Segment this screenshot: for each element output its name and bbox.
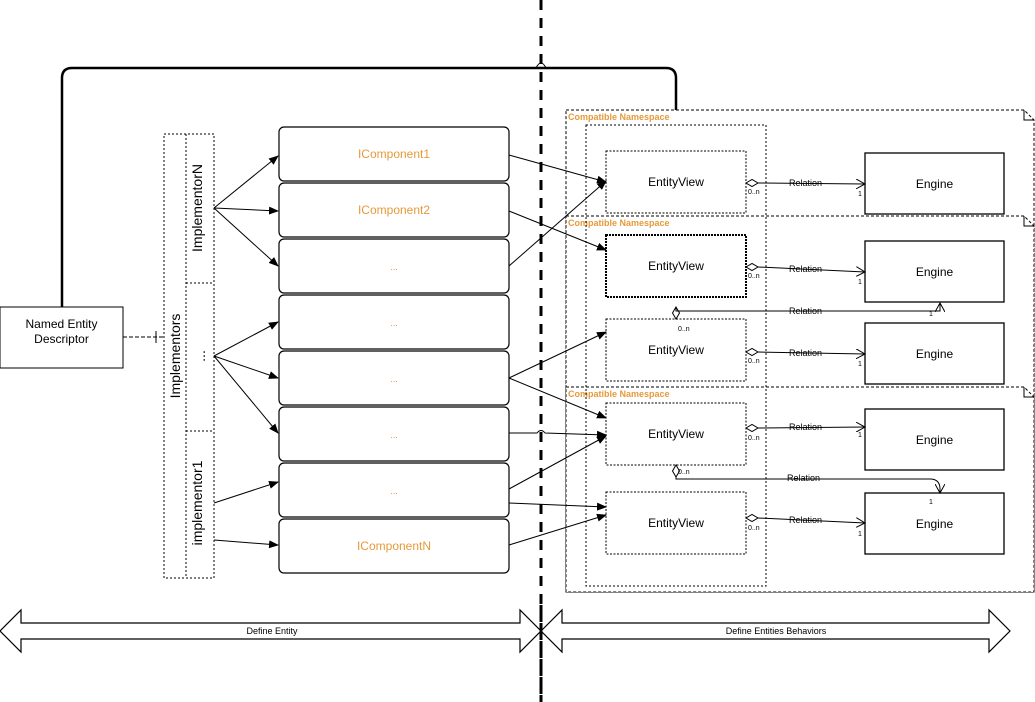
entity-view-label: EntityView bbox=[648, 343, 704, 357]
define-behaviors-label: Define Entities Behaviors bbox=[726, 626, 827, 636]
component-box: ... bbox=[278, 406, 510, 462]
relation-label: Relation bbox=[789, 178, 822, 188]
named-entity-descriptor: Named Entity Descriptor bbox=[0, 306, 124, 369]
implementor-middle-label: ... bbox=[192, 350, 208, 362]
entity-view-label: EntityView bbox=[648, 516, 704, 530]
engine-label: Engine bbox=[916, 433, 954, 447]
engine-box: Engine bbox=[864, 408, 1005, 471]
entity-view-box: EntityView bbox=[605, 491, 747, 555]
namespace-label: Compatible Namespace bbox=[568, 218, 670, 228]
engine-label: Engine bbox=[916, 265, 954, 279]
define-entity-label: Define Entity bbox=[246, 626, 298, 636]
entity-view-box: EntityView bbox=[605, 150, 747, 214]
relation-label: Relation bbox=[787, 473, 820, 483]
component-box: ... bbox=[278, 350, 510, 406]
component-label: ... bbox=[390, 374, 398, 384]
engine-box: Engine bbox=[864, 322, 1005, 385]
relation-label: Relation bbox=[789, 422, 822, 432]
component-box: ... bbox=[278, 462, 510, 518]
engine-box: Engine bbox=[864, 152, 1005, 215]
relation-multiplicity-one: 1 bbox=[858, 191, 862, 198]
relation-connector: 0..n Relation 1 bbox=[745, 347, 865, 368]
component-label: IComponentN bbox=[357, 539, 431, 553]
component-entityview-arrows bbox=[508, 154, 607, 546]
relation-multiplicity-one: 1 bbox=[929, 311, 933, 318]
engine-label: Engine bbox=[916, 177, 954, 191]
entity-view-box: EntityView bbox=[605, 234, 747, 298]
component-box: ... bbox=[278, 238, 510, 294]
relation-label: Relation bbox=[789, 348, 822, 358]
component-box: IComponentN bbox=[278, 518, 510, 574]
engine-label: Engine bbox=[916, 347, 954, 361]
component-label: IComponent1 bbox=[358, 147, 430, 161]
implementor-component-arrows bbox=[213, 155, 279, 549]
relation-multiplicity-many: 0..n bbox=[678, 326, 690, 333]
component-label: ... bbox=[390, 262, 398, 272]
engine-label: Engine bbox=[916, 517, 954, 531]
component-box: IComponent2 bbox=[278, 182, 510, 238]
relation-multiplicity-one: 1 bbox=[858, 361, 862, 368]
relation-multiplicity-one: 1 bbox=[858, 432, 862, 439]
relation-multiplicity-many: 0..n bbox=[748, 189, 760, 196]
relation-multiplicity-many: 0..n bbox=[748, 273, 760, 280]
relation-multiplicity-many: 0..n bbox=[748, 525, 760, 532]
relation-connector-cross: 0..n Relation 1 bbox=[671, 464, 941, 506]
define-behaviors-arrow: Define Entities Behaviors bbox=[540, 608, 1011, 654]
relations: 0..n Relation 1 0..n Relation 1 0..n Rel… bbox=[671, 178, 941, 538]
relation-multiplicity-many: 0..n bbox=[678, 469, 690, 476]
relation-multiplicity-many: 0..n bbox=[748, 358, 760, 365]
component-box: IComponent1 bbox=[278, 126, 510, 182]
entity-view-label: EntityView bbox=[648, 175, 704, 189]
relation-label: Relation bbox=[789, 306, 822, 316]
implementor-n-label: ImplementorN bbox=[189, 164, 205, 252]
relation-connector: 0..n Relation 1 bbox=[745, 262, 865, 286]
engine-box: Engine bbox=[864, 492, 1005, 555]
descriptor-label-line2: Descriptor bbox=[34, 332, 89, 346]
relation-label: Relation bbox=[789, 515, 822, 525]
relation-multiplicity-many: 0..n bbox=[748, 435, 760, 442]
entity-view-label: EntityView bbox=[648, 427, 704, 441]
component-label: IComponent2 bbox=[358, 203, 430, 217]
components-column: IComponent1 IComponent2 ... ... ... ... … bbox=[278, 126, 510, 574]
relation-multiplicity-one: 1 bbox=[858, 531, 862, 538]
descriptor-label-line1: Named Entity bbox=[25, 317, 97, 331]
entity-view-label: EntityView bbox=[648, 259, 704, 273]
relation-multiplicity-one: 1 bbox=[858, 279, 862, 286]
implementors-container: Implementors ImplementorN ... implemento… bbox=[163, 133, 215, 579]
relation-multiplicity-one: 1 bbox=[929, 499, 933, 506]
define-entity-arrow: Define Entity bbox=[0, 608, 542, 654]
component-label: ... bbox=[390, 430, 398, 440]
entity-views-container bbox=[585, 124, 767, 587]
entity-view-box: EntityView bbox=[605, 318, 747, 382]
engine-box: Engine bbox=[864, 240, 1005, 303]
descriptor-namespace-connector bbox=[60, 66, 680, 307]
component-label: ... bbox=[390, 486, 398, 496]
divider-crossing-mark bbox=[535, 62, 547, 69]
namespace-label: Compatible Namespace bbox=[568, 389, 670, 399]
relation-connector: 0..n Relation 1 bbox=[745, 422, 865, 442]
relation-connector-cross: 0..n Relation 1 bbox=[671, 303, 941, 333]
implementors-title: Implementors bbox=[167, 314, 183, 399]
component-box: ... bbox=[278, 294, 510, 350]
implementor-1-label: implementor1 bbox=[189, 460, 205, 545]
relation-connector: 0..n Relation 1 bbox=[745, 513, 865, 538]
relation-connector: 0..n Relation 1 bbox=[745, 178, 865, 198]
relation-label: Relation bbox=[789, 264, 822, 274]
entity-view-box: EntityView bbox=[605, 402, 747, 466]
namespace-label: Compatible Namespace bbox=[568, 112, 670, 122]
entity-views: EntityView EntityView EntityView EntityV… bbox=[605, 150, 747, 555]
engines: Engine Engine Engine Engine Engine bbox=[864, 152, 1005, 555]
component-label: ... bbox=[390, 318, 398, 328]
